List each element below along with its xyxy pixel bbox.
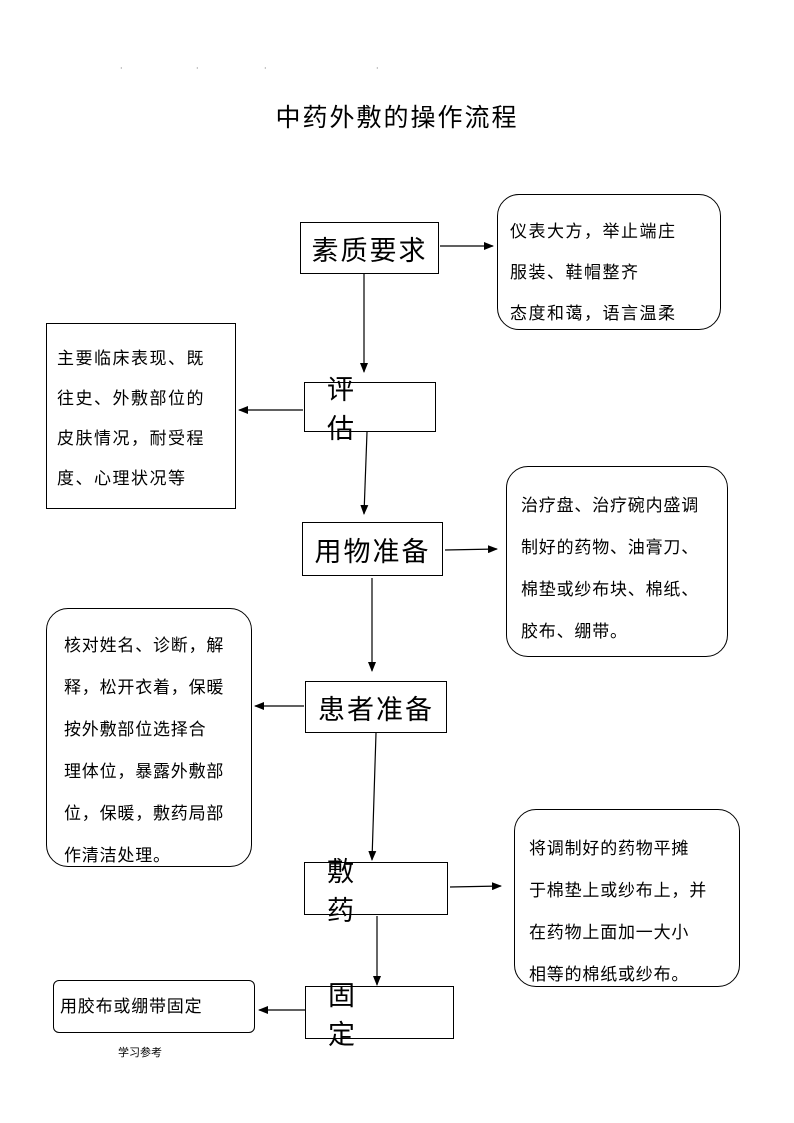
note-line: 制好的药物、油膏刀、	[521, 538, 699, 558]
note-quality-requirements: 仪表大方，举止端庄 服装、鞋帽整齐 态度和蔼，语言温柔	[497, 194, 721, 330]
step-assessment: 评 估	[304, 375, 436, 445]
note-line: 治疗盘、治疗碗内盛调	[521, 496, 699, 516]
note-assessment: 主要临床表现、既 往史、外敷部位的 皮肤情况，耐受程 度、心理状况等	[46, 323, 236, 509]
note-line: 棉垫或纱布块、棉纸、	[521, 580, 699, 600]
note-line: 作清洁处理。	[64, 846, 171, 866]
note-line: 于棉垫上或纱布上，并	[529, 881, 707, 901]
page-title: 中药外敷的操作流程	[275, 103, 519, 132]
note-line: 态度和蔼，语言温柔	[510, 304, 677, 324]
note-supplies: 治疗盘、治疗碗内盛调 制好的药物、油膏刀、 棉垫或纱布块、棉纸、 胶布、绷带。	[506, 466, 728, 657]
note-line: 释，松开衣着，保暖	[64, 678, 225, 698]
note-apply-medicine: 将调制好的药物平摊 于棉垫上或纱布上，并 在药物上面加一大小 相等的棉纸或纱布。	[514, 809, 740, 987]
step-apply-medicine: 敷 药	[304, 857, 448, 927]
note-line: 理体位，暴露外敷部	[64, 762, 225, 782]
step-patient-prep: 患者准备	[305, 681, 447, 733]
footer-text: 学习参考	[118, 1046, 162, 1059]
note-line: 度、心理状况等	[57, 469, 187, 489]
note-line: 将调制好的药物平摊	[529, 839, 690, 859]
note-line: 按外敷部位选择合	[64, 720, 207, 740]
scan-dot: ·	[264, 64, 267, 73]
note-line: 相等的棉纸或纱布。	[529, 965, 690, 985]
arrow-assessment-to-supplies	[360, 431, 369, 515]
note-line: 核对姓名、诊断，解	[64, 636, 225, 656]
scan-dot: ·	[196, 64, 199, 73]
note-patient-prep: 核对姓名、诊断，解 释，松开衣着，保暖 按外敷部位选择合 理体位，暴露外敷部 位…	[46, 608, 252, 867]
scan-dot: ·	[376, 64, 379, 73]
note-line: 服装、鞋帽整齐	[510, 263, 640, 283]
note-line: 胶布、绷带。	[521, 622, 628, 642]
arrow-to-apply-note	[449, 882, 502, 891]
note-line: 用胶布或绷带固定	[60, 997, 203, 1017]
note-line: 位，保暖，敷药局部	[64, 804, 225, 824]
note-line: 皮肤情况，耐受程	[57, 429, 205, 449]
step-fix: 固 定	[305, 981, 454, 1051]
note-line: 仪表大方，举止端庄	[510, 222, 677, 242]
arrow-patient-to-apply	[368, 732, 377, 861]
scan-dot: ·	[120, 64, 123, 73]
note-line: 在药物上面加一大小	[529, 923, 690, 943]
step-supplies-prep: 用物准备	[302, 522, 443, 576]
arrow-to-supplies-note	[444, 545, 498, 554]
step-quality-requirements: 素质要求	[300, 222, 439, 274]
note-fix: 用胶布或绷带固定	[53, 980, 255, 1033]
note-line: 主要临床表现、既	[57, 349, 205, 369]
note-line: 往史、外敷部位的	[57, 389, 205, 409]
